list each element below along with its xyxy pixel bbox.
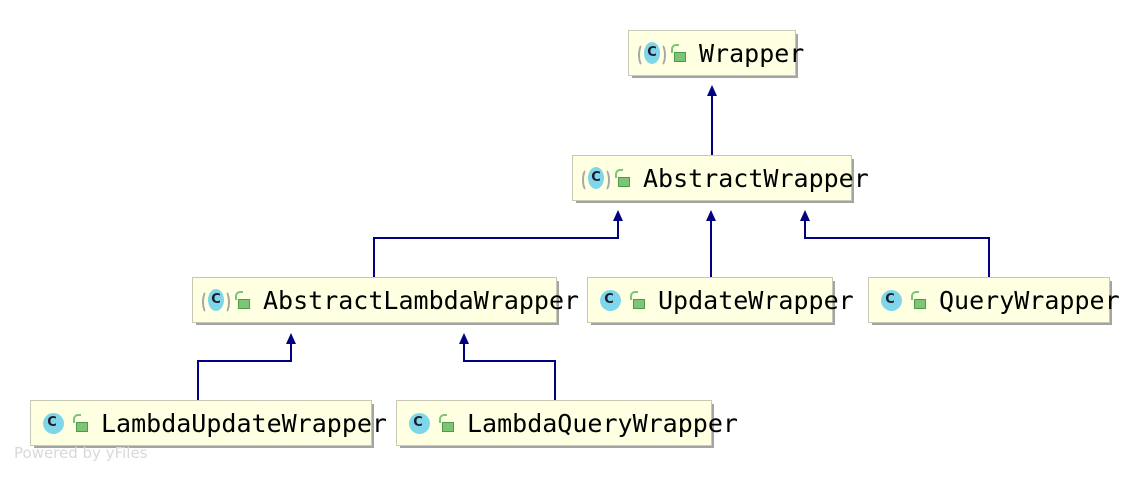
lock-open-icon — [235, 291, 251, 309]
yfiles-watermark: Powered by yFiles — [14, 444, 148, 462]
class-node-abstract-wrapper[interactable]: C AbstractWrapper — [572, 155, 869, 201]
lock-open-icon — [439, 414, 455, 432]
class-node-abstract-lambda-wrapper[interactable]: C AbstractLambdaWrapper — [192, 277, 579, 323]
class-icon-abstract: C — [582, 167, 610, 192]
class-node-update-wrapper[interactable]: C UpdateWrapper — [587, 277, 854, 323]
edge-querywrapper-to-abstractwrapper — [800, 210, 990, 277]
class-node-lambda-update-wrapper[interactable]: C LambdaUpdateWrapper — [30, 400, 387, 446]
class-icon-concrete: C — [41, 412, 67, 434]
class-node-label: UpdateWrapper — [658, 285, 854, 315]
lock-open-icon — [615, 169, 631, 187]
lock-open-icon — [911, 291, 927, 309]
class-node-label: AbstractWrapper — [643, 163, 869, 193]
lock-open-icon — [630, 291, 646, 309]
class-node-label: Wrapper — [699, 38, 805, 68]
class-node-query-wrapper[interactable]: C QueryWrapper — [868, 277, 1120, 323]
class-node-lambda-query-wrapper[interactable]: C LambdaQueryWrapper — [396, 400, 738, 446]
class-node-label: QueryWrapper — [939, 285, 1120, 315]
edge-lambdaupdatewrapper-to-abstractlambdawrapper — [197, 333, 296, 400]
lock-open-icon — [73, 414, 89, 432]
edge-lambdaquerywrapper-to-abstractlambdawrapper — [459, 333, 556, 400]
class-node-wrapper[interactable]: C Wrapper — [628, 30, 804, 76]
class-icon-abstract: C — [202, 289, 230, 314]
class-node-label: AbstractLambdaWrapper — [263, 285, 580, 315]
class-node-label: LambdaQueryWrapper — [467, 408, 738, 438]
class-icon-concrete: C — [598, 289, 624, 311]
class-icon-concrete: C — [407, 412, 433, 434]
class-node-label: LambdaUpdateWrapper — [101, 408, 387, 438]
class-icon-concrete: C — [879, 289, 905, 311]
edge-abstractlambdawrapper-to-abstractwrapper — [373, 210, 623, 277]
lock-open-icon — [671, 44, 687, 62]
class-icon-abstract: C — [638, 42, 666, 67]
